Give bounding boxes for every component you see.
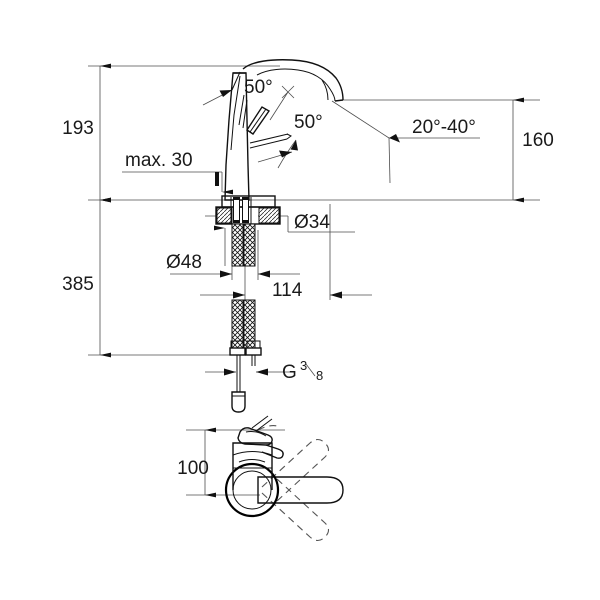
angle-50-left-label: 50°: [244, 77, 273, 98]
pop-up-rod-knob: [231, 391, 246, 413]
supply-hoses-upper: [231, 223, 256, 267]
faucet-plan-view: 100: [177, 415, 344, 542]
dimension-g38-numerator: 3: [300, 358, 307, 373]
dimension-385-label: 385: [62, 274, 94, 295]
dimension-100: 100: [177, 427, 285, 498]
spout-plan: [257, 476, 344, 504]
dimension-max30: max. 30: [122, 150, 233, 195]
dimension-114: 114: [200, 204, 372, 301]
dimension-d34-label: Ø34: [294, 212, 330, 233]
angle-50-left: 50°: [202, 71, 295, 121]
dimension-d48-label: Ø48: [166, 252, 202, 273]
mounting-collar: [215, 195, 281, 225]
angle-20-40: 20°-40°: [331, 100, 480, 184]
dimension-385: 385: [62, 197, 111, 358]
angle-20-40-label: 20°-40°: [412, 117, 476, 138]
lever-plan: [237, 415, 284, 459]
dimension-g38: G 3 8: [205, 358, 323, 383]
faucet-spout: [242, 59, 344, 102]
dimension-g38-denominator: 8: [316, 368, 323, 383]
dimension-193-label: 193: [62, 118, 94, 139]
dimension-100-label: 100: [177, 458, 209, 479]
dimension-160: 160: [512, 97, 554, 203]
dimension-160-label: 160: [522, 130, 554, 151]
angle-50-right-label: 50°: [294, 112, 323, 133]
angle-50-right: 50°: [257, 112, 323, 169]
dimension-max30-label: max. 30: [125, 150, 193, 171]
supply-hoses-lower: [229, 299, 262, 392]
dimension-193: 193: [62, 63, 111, 203]
dimension-114-label: 114: [272, 280, 303, 301]
faucet-front-elevation: [215, 59, 344, 413]
dimension-g38-label: G: [282, 362, 297, 383]
lever-handle: [246, 106, 292, 149]
